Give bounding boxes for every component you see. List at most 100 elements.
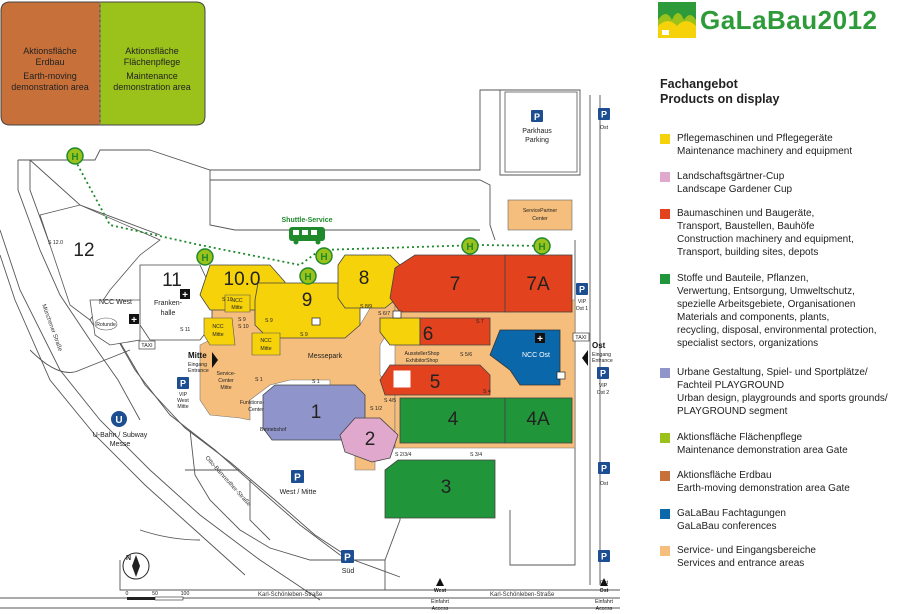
demo-earth-line4: demonstration area [11, 82, 89, 92]
hall-7-label: 7 [450, 274, 461, 295]
ncc-mitte-b-line1: NCC [231, 298, 242, 304]
legend-line: Fachteil PLAYGROUND [677, 380, 785, 391]
vip-west-line1: VIP [179, 392, 188, 398]
ost-p2-label: Ost [600, 481, 609, 487]
demo-area-earth-moving[interactable]: Aktionsfläche Erdbau Earth-moving demons… [0, 1, 101, 126]
legend-title: Fachangebot Products on display [660, 77, 779, 107]
ncc-mitte-c-line1: NCC [260, 338, 271, 344]
stair-s4-5: S 4/5 [384, 398, 396, 404]
parking-vip-west[interactable]: P VIP West Mitte [177, 377, 189, 410]
parking-ost-middle[interactable]: P Ost [598, 462, 610, 487]
hall-10-label: 10.0 [224, 269, 261, 290]
parkhaus-label-en: Parking [525, 137, 549, 144]
demo-maint-line3: Maintenance [126, 71, 178, 81]
ost-access-line1: Ost [600, 588, 609, 594]
svg-text:H: H [71, 152, 78, 163]
shuttle-stop-icon: H [196, 248, 214, 266]
parkhaus[interactable]: P Parkhaus Parking [504, 91, 578, 173]
hall-4a[interactable]: 4A [504, 397, 573, 444]
ncc-mitte-block-a[interactable]: NCC Mitte [203, 317, 236, 346]
hall-8[interactable]: 8 [337, 254, 401, 309]
service-center-line2: Center [218, 378, 234, 384]
stair-s9a: S 9 [300, 332, 308, 338]
svg-text:P: P [601, 552, 607, 562]
first-aid-icon: + [180, 289, 190, 301]
hall-11[interactable]: 11 Franken- halle [139, 264, 213, 341]
legend-line: Maintenance demonstration area Gate [677, 445, 848, 456]
legend-swatch [660, 433, 670, 443]
legend-line: Landschaftsgärtner-Cup [677, 171, 785, 182]
svg-text:P: P [579, 285, 585, 295]
ncc-mitte-block-b[interactable]: NCC Mitte [224, 294, 251, 313]
legend-panel: GaLaBau2012 Fachangebot Products on disp… [640, 0, 900, 614]
ncc-mitte-a-line1: NCC [212, 324, 223, 330]
demo-maint-line1: Aktionsfläche [125, 46, 179, 56]
demo-earth-line3: Earth-moving [23, 71, 77, 81]
funktions-center[interactable]: Funktions- Center [240, 400, 264, 413]
parking-sued[interactable]: P Süd [341, 550, 354, 575]
ubahn-station[interactable]: U U-Bahn / Subway Messe [93, 411, 148, 448]
hall-8-label: 8 [359, 268, 370, 289]
hall-6[interactable]: 6 [379, 317, 491, 346]
stair-s8-9: S 8/9 [360, 304, 372, 310]
west-access-line3: Access [432, 606, 449, 612]
stair-s9-10-a: S 9 [238, 317, 246, 323]
mitte-entrance[interactable]: Mitte Eingang Entrance [188, 351, 218, 374]
ncc-mitte-c-line2: Mitte [260, 346, 271, 352]
parking-vip-ost2[interactable]: P VIP Ost 2 [597, 367, 610, 396]
demo-earth-line1: Aktionsfläche [23, 46, 77, 56]
hall-1-label: 1 [311, 402, 322, 423]
legend-line: Maintenance machinery and equipment [677, 146, 853, 157]
hall-7[interactable]: 7 [389, 254, 506, 313]
hall-7a[interactable]: 7A [504, 254, 573, 313]
hall-2[interactable]: 2 [339, 417, 399, 463]
demo-maint-line2: Flächenpflege [124, 57, 181, 67]
legend-item-construction: Baumaschinen und Baugeräte, Transport, B… [660, 207, 900, 259]
shuttle-stop-icon: H [66, 147, 84, 165]
exhibition-site-map: Aktionsfläche Erdbau Earth-moving demons… [0, 1, 620, 612]
west-access[interactable]: West Einfahrt Access [431, 578, 449, 612]
galabau-logo: GaLaBau2012 [658, 2, 877, 38]
demo-maint-line4: demonstration area [113, 82, 191, 92]
legend-line: Aktionsfläche Flächenpflege [677, 432, 803, 443]
stair-s4: S 4 [483, 389, 491, 395]
stair-s7: S 7 [476, 319, 484, 325]
service-center-mitte[interactable]: Service- Center Mitte [216, 371, 235, 391]
ncc-mitte-block-c[interactable]: NCC Mitte [251, 332, 281, 356]
parking-ost-north[interactable]: P Ost [598, 108, 610, 131]
hall-6-label: 6 [423, 324, 434, 345]
svg-text:P: P [600, 369, 606, 379]
ncc-west[interactable]: NCC West Rotunde [89, 299, 141, 346]
vip-west-line2: West [177, 398, 189, 404]
shuttle-stop-icon: H [461, 237, 479, 255]
ncc-ost[interactable]: NCC Ost + [489, 329, 561, 386]
servicepartner-center[interactable]: ServicePartner Center [507, 199, 573, 231]
taxi-ost: TAXI [572, 332, 590, 342]
ost-access[interactable]: Ost Einfahrt Access [595, 578, 613, 612]
mitte-entrance-title: Mitte [188, 351, 207, 360]
cafe-icon [311, 317, 321, 326]
aussteller-shop-en: ExhibitorShop [406, 358, 438, 364]
hall-12-area[interactable]: 12 [39, 204, 161, 321]
ncc-mitte-a-line2: Mitte [212, 332, 223, 338]
demo-area-maintenance[interactable]: Aktionsfläche Flächenpflege Maintenance … [99, 1, 206, 126]
svg-text:+: + [182, 290, 188, 301]
svg-text:+: + [131, 315, 137, 326]
frankenhalle-line1: Franken- [154, 300, 183, 307]
legend-swatch [660, 546, 670, 556]
ost-entrance[interactable]: Ost Eingang Entrance [582, 341, 613, 366]
hall-5[interactable]: 5 [379, 364, 491, 396]
legend-item-maintenance-demo: Aktionsfläche Flächenpflege Maintenance … [660, 431, 900, 457]
legend-swatch [660, 134, 670, 144]
hall-3[interactable]: 3 [384, 459, 496, 519]
hall-4[interactable]: 4 [399, 397, 506, 444]
svg-text:H: H [201, 253, 208, 264]
service-center-line1: Service- [216, 371, 235, 377]
messepark-label: Messepark [308, 353, 343, 360]
svg-text:P: P [601, 110, 607, 120]
hall-4-label: 4 [448, 409, 459, 430]
parking-west-mitte[interactable]: P West / Mitte [280, 470, 317, 496]
legend-item-gardener-cup: Landschaftsgärtner-Cup Landscape Gardene… [660, 170, 900, 196]
taxi2-label: TAXI [575, 335, 586, 341]
parking-vip-ost1[interactable]: P VIP Ost 1 [576, 283, 589, 312]
